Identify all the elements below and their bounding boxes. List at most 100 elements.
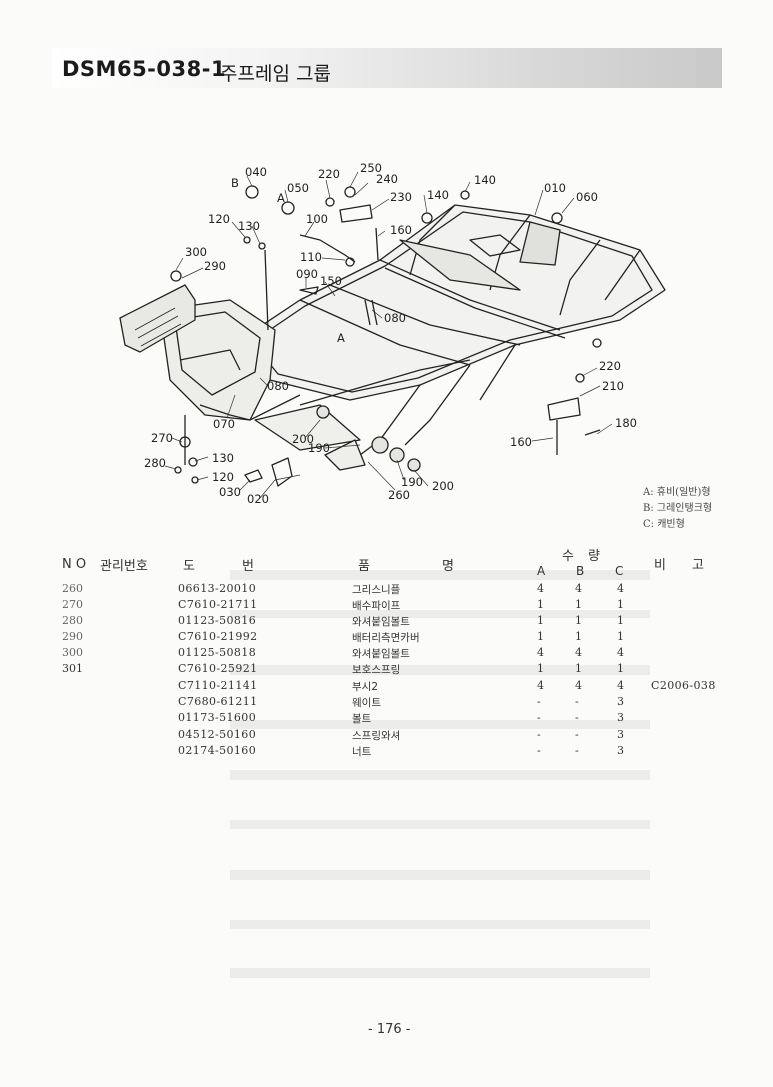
cell-qty-a: -	[537, 711, 541, 724]
callout: 030	[219, 485, 241, 499]
callout: A	[277, 191, 285, 205]
cell-no: 300	[62, 646, 83, 659]
callout: 220	[318, 167, 340, 181]
table-row: C7110-21141 부시2 4 4 4 C2006-038	[0, 679, 773, 695]
callout: 250	[360, 161, 382, 175]
cell-qty-c: 4	[617, 582, 624, 595]
legend-c: C: 캐빈형	[643, 519, 685, 530]
header-a: A	[537, 564, 546, 578]
header-ryang: 량	[588, 549, 600, 564]
cell-qty-b: -	[575, 711, 579, 724]
cell-part-name: 배터리측면카버	[352, 632, 420, 644]
callout: A	[337, 331, 345, 345]
cell-qty-a: 4	[537, 679, 544, 692]
cell-note: C2006-038	[651, 679, 716, 692]
cell-qty-a: 1	[537, 662, 544, 675]
callout: 110	[300, 250, 322, 264]
table-row: 04512-50160 스프링와셔 - - 3	[0, 728, 773, 744]
callout: 270	[151, 431, 173, 445]
cell-qty-a: -	[537, 695, 541, 708]
section-title: 주프레임 그룹	[220, 63, 331, 85]
callout: 020	[247, 492, 269, 506]
header-mgmt: 관리번호	[100, 559, 148, 574]
table-row: 02174-50160 너트 - - 3	[0, 744, 773, 760]
cell-no: 270	[62, 598, 83, 611]
page-number: - 176 -	[368, 1022, 411, 1037]
table-row: 260 06613-20010 그리스니플 4 4 4	[0, 582, 773, 598]
cell-qty-b: -	[575, 728, 579, 741]
header-bi: 비	[654, 558, 666, 573]
header-myeong: 명	[442, 559, 454, 574]
table-row: 01173-51600 볼트 - - 3	[0, 711, 773, 727]
cell-part-number: 01123-50816	[178, 614, 257, 627]
table-row: C7680-61211 웨이트 - - 3	[0, 695, 773, 711]
header-pum: 품	[358, 559, 370, 574]
cell-qty-b: 1	[575, 630, 582, 643]
parts-table-header: N O 관리번호 도 번 품 명 수 량 A B C 비 고	[0, 545, 773, 581]
main-frame-exploded-diagram: 040 B 050 A 220 250 240 230 140 140 010 …	[119, 161, 666, 506]
callout: 150	[320, 274, 342, 288]
variant-legend: A: 휴비(일반)형 B: 그레인탱크형 C: 캐빈형	[643, 485, 712, 533]
cell-part-number: C7610-25921	[178, 662, 258, 675]
cell-qty-b: 4	[575, 679, 582, 692]
cell-part-name: 와셔붙임볼트	[352, 648, 410, 660]
cell-qty-a: 1	[537, 630, 544, 643]
cell-part-number: 02174-50160	[178, 744, 257, 757]
cell-part-name: 그리스니플	[352, 584, 401, 596]
callout: 090	[296, 267, 318, 281]
callout: 220	[599, 359, 621, 373]
callout: 230	[390, 190, 412, 204]
cell-qty-b: -	[575, 695, 579, 708]
header-c: C	[615, 564, 624, 578]
header-no: N O	[62, 557, 87, 572]
cell-qty-c: 4	[617, 679, 624, 692]
callout: 080	[384, 311, 406, 325]
callout: 130	[212, 451, 234, 465]
cell-no: 301	[62, 662, 83, 675]
cell-part-number: C7610-21992	[178, 630, 258, 643]
cell-part-name: 와셔붙임볼트	[352, 616, 410, 628]
cell-qty-c: 1	[617, 598, 624, 611]
callout: 120	[208, 212, 230, 226]
table-row: 290 C7610-21992 배터리측면카버 1 1 1	[0, 630, 773, 646]
cell-qty-a: 1	[537, 598, 544, 611]
table-row: 280 01123-50816 와셔붙임볼트 1 1 1	[0, 614, 773, 630]
cell-qty-a: -	[537, 744, 541, 757]
table-row: 270 C7610-21711 배수파이프 1 1 1	[0, 598, 773, 614]
cell-qty-b: 1	[575, 662, 582, 675]
header-b: B	[576, 564, 585, 578]
callout: 210	[602, 379, 624, 393]
cell-qty-b: 1	[575, 614, 582, 627]
callout: 060	[576, 190, 598, 204]
cell-qty-c: 1	[617, 630, 624, 643]
header-beon: 번	[242, 559, 254, 574]
legend-b: B: 그레인탱크형	[643, 503, 713, 514]
cell-qty-b: -	[575, 744, 579, 757]
callout: 200	[432, 479, 454, 493]
table-row: 301 C7610-25921 보호스프링 1 1 1	[0, 662, 773, 678]
cell-part-name: 볼트	[352, 713, 372, 725]
callout: 190	[401, 475, 423, 489]
cell-part-name: 웨이트	[352, 697, 381, 709]
cell-qty-b: 4	[575, 582, 582, 595]
callout: 190	[308, 441, 330, 455]
callout: 010	[544, 181, 566, 195]
cell-part-number: 01125-50818	[178, 646, 257, 659]
callout: B	[231, 176, 239, 190]
cell-part-number: C7610-21711	[178, 598, 258, 611]
callout: 160	[390, 223, 412, 237]
legend-a: A: 휴비(일반)형	[643, 487, 711, 498]
cell-part-number: C7110-21141	[178, 679, 258, 692]
header-su: 수	[562, 549, 574, 564]
callout: 130	[238, 219, 260, 233]
callout: 100	[306, 212, 328, 226]
cell-qty-a: 1	[537, 614, 544, 627]
cell-qty-c: 3	[617, 711, 624, 724]
cell-qty-c: 1	[617, 662, 624, 675]
callout: 080	[267, 379, 289, 393]
header-do: 도	[183, 559, 195, 574]
callout: 070	[213, 417, 235, 431]
callout: 260	[388, 488, 410, 502]
cell-qty-a: 4	[537, 582, 544, 595]
